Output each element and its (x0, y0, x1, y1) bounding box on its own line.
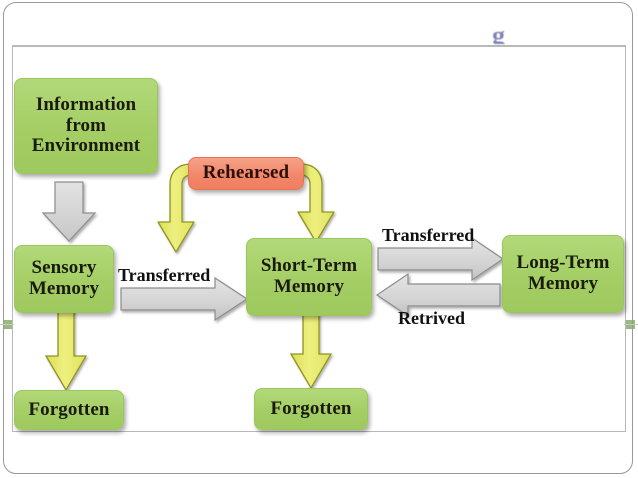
node-sensory-memory[interactable]: Sensory Memory (14, 245, 114, 313)
node-information-line3: Environment (31, 135, 141, 157)
node-information-line1: Information (35, 93, 137, 115)
node-sensory-label: Sensory Memory (28, 257, 100, 300)
edge-label-retrived-long-to-short: Retrived (398, 308, 465, 328)
node-short-term-label: Short-Term Memory (260, 255, 358, 298)
top-hairline-divider (12, 45, 626, 46)
node-long-term-label: Long-Term Memory (516, 252, 610, 295)
node-forgotten-sensory[interactable]: Forgotten (14, 390, 124, 430)
top-blue-text-artifact: g (492, 28, 505, 44)
node-long-term-memory[interactable]: Long-Term Memory (502, 235, 624, 313)
edge-label-transferred-sensory-to-short: Transferred (118, 265, 211, 285)
right-edge-rule (624, 324, 638, 325)
node-forgotten-sensory-label: Forgotten (28, 398, 110, 420)
node-information-from-environment[interactable]: Information from Environment (14, 78, 158, 174)
edge-label-transferred-short-to-long: Transferred (382, 225, 475, 245)
node-short-term-line2: Memory (273, 276, 345, 297)
node-rehearsed[interactable]: Rehearsed (188, 157, 304, 190)
node-forgotten-short-term-label: Forgotten (270, 397, 352, 419)
node-sensory-line1: Sensory (31, 257, 97, 279)
node-rehearsed-label: Rehearsed (202, 162, 290, 184)
node-information-line2: from (65, 114, 107, 136)
node-long-term-line2: Memory (527, 273, 599, 294)
node-information-label: Information from Environment (31, 93, 141, 158)
node-short-term-memory[interactable]: Short-Term Memory (246, 238, 372, 316)
left-edge-rule (0, 324, 14, 325)
node-sensory-line2: Memory (28, 278, 100, 299)
node-short-term-line1: Short-Term (260, 255, 358, 277)
node-long-term-line1: Long-Term (516, 252, 610, 274)
node-forgotten-short-term[interactable]: Forgotten (254, 388, 368, 430)
